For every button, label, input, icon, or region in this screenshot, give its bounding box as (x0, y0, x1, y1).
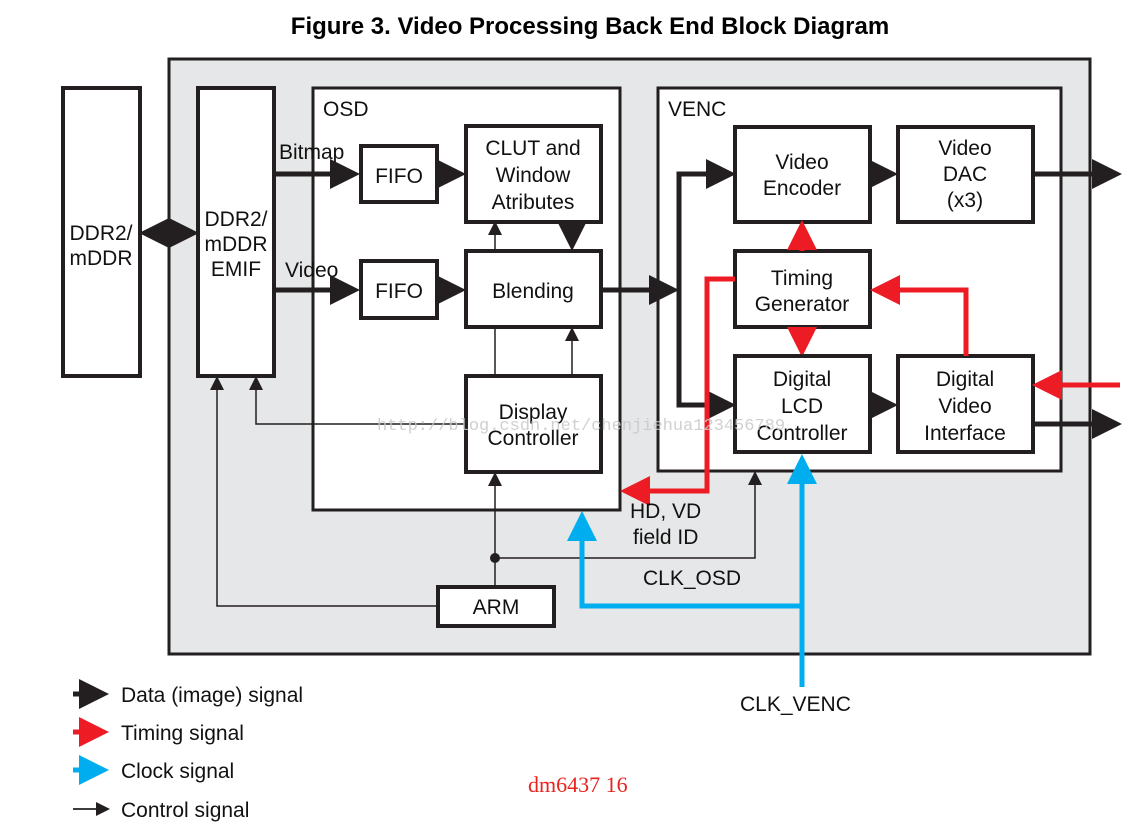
video-encoder-line: Video (775, 151, 828, 174)
dvi-timing-generator-timing-arrow (870, 275, 969, 356)
svg-text:FIFO: FIFO (375, 165, 423, 188)
clk-osd-label: CLK_OSD (643, 567, 741, 590)
dvi-line: Interface (924, 422, 1006, 445)
hd-vd-label: HD, VD (630, 500, 701, 523)
timing-generator-line: Generator (755, 293, 850, 316)
hd-vd-timing-arrow (620, 276, 735, 506)
clk-venc-label: CLK_VENC (740, 693, 851, 716)
digital-lcd-line: Digital (773, 368, 831, 391)
digital-lcd-line: Controller (756, 422, 847, 445)
legend-item-control: Control signal (73, 799, 249, 822)
venc-label: VENC (668, 98, 726, 121)
dispctrl-emif-control-arrow (249, 376, 466, 425)
arm-block: ARM (436, 585, 556, 628)
emif-line: mDDR (205, 233, 268, 256)
emif-line: DDR2/ (204, 208, 267, 231)
video-dac-line: Video (938, 137, 991, 160)
ddr-external-block: DDR2/mDDR (61, 86, 142, 378)
legend-label: Timing signal (121, 722, 244, 745)
watermark-text: http://blog.csdn.net/chenjiehua123456789 (377, 417, 785, 436)
fifo-bitmap-block: FIFO (359, 144, 439, 204)
blending-block: Blending (464, 249, 603, 329)
video-label: Video (285, 259, 338, 282)
arm-emif-control-arrow (210, 376, 438, 607)
legend-label: Control signal (121, 799, 249, 822)
legend-item-timing: Timing signal (73, 717, 244, 747)
clut-line: Window (496, 164, 572, 187)
legend-label: Clock signal (121, 760, 234, 783)
svg-text:DDR2/mDDR: DDR2/mDDR (69, 222, 132, 270)
timing-generator-line: Timing (771, 267, 833, 290)
dvi-line: Digital (936, 368, 994, 391)
svg-text:Blending: Blending (492, 280, 574, 303)
bitmap-label: Bitmap (279, 141, 344, 164)
video-dac-line: DAC (943, 163, 987, 186)
fifo-video-block: FIFO (359, 259, 439, 320)
display-controller-line: Display (499, 401, 568, 424)
footer-note: dm6437 16 (528, 772, 628, 797)
video-encoder-line: Encoder (763, 177, 841, 200)
display-controller-line: Controller (487, 427, 578, 450)
legend-item-clock: Clock signal (73, 755, 234, 785)
svg-text:FIFO: FIFO (375, 280, 423, 303)
clut-line: CLUT and (485, 137, 580, 160)
svg-text:ARM: ARM (473, 596, 520, 619)
legend-label: Data (image) signal (121, 684, 303, 707)
ddr-line: mDDR (70, 247, 133, 270)
ddr-line: DDR2/ (69, 222, 132, 245)
digital-lcd-line: LCD (781, 395, 823, 418)
figure-title: Figure 3. Video Processing Back End Bloc… (291, 13, 889, 40)
video-dac-line: (x3) (947, 189, 983, 212)
legend: Data (image) signal Timing signal Clock … (73, 679, 303, 822)
emif-line: EMIF (211, 258, 261, 281)
clk-osd-clock-arrow (567, 511, 802, 609)
dvi-line: Video (938, 395, 991, 418)
legend-item-data: Data (image) signal (73, 679, 303, 709)
field-id-label: field ID (633, 526, 698, 549)
clut-line: Atributes (492, 191, 575, 214)
osd-label: OSD (323, 98, 369, 121)
